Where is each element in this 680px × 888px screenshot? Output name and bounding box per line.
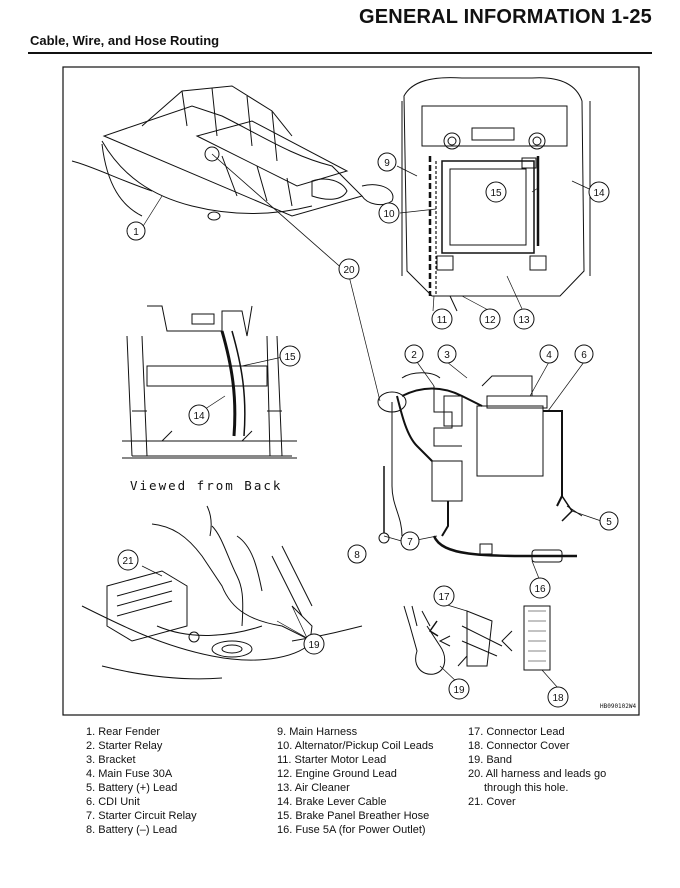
svg-text:3: 3: [444, 350, 450, 361]
svg-text:15: 15: [284, 352, 296, 363]
legend-item: 1. Rear Fender: [86, 726, 160, 738]
callout-18: 18: [547, 686, 569, 708]
legend-item: 6. CDI Unit: [86, 796, 140, 808]
legend-item: 8. Battery (–) Lead: [86, 824, 178, 836]
callout-12: 12: [479, 308, 501, 330]
figure-id: HB090102W4 C: [600, 703, 640, 710]
svg-text:10: 10: [383, 209, 395, 220]
callout-8: 8: [347, 544, 367, 564]
legend-item: 15. Brake Panel Breather Hose: [277, 810, 430, 822]
svg-text:16: 16: [534, 584, 546, 595]
callout-21: 21: [117, 549, 139, 571]
rear-fender-view: [71, 85, 394, 272]
svg-text:5: 5: [606, 517, 612, 528]
callout-10: 10: [378, 202, 400, 224]
callouts: 1 9 10 15 14 20 11 12 13 15 14 2 3 4 6 5…: [117, 152, 619, 708]
legend-item: 10. Alternator/Pickup Coil Leads: [277, 740, 434, 752]
svg-text:2: 2: [411, 350, 417, 361]
relay-wiring-view: [377, 372, 583, 563]
svg-text:20: 20: [343, 265, 355, 276]
callout-19b: 19: [448, 678, 470, 700]
svg-text:19: 19: [308, 640, 320, 651]
svg-text:21: 21: [122, 556, 134, 567]
callout-15b: 15: [279, 345, 301, 367]
callout-13: 13: [513, 308, 535, 330]
routing-diagram: Viewed from Back: [62, 66, 640, 716]
legend-item: 13. Air Cleaner: [277, 782, 350, 794]
section-title: Cable, Wire, and Hose Routing: [30, 33, 220, 48]
legend-item: 21. Cover: [468, 796, 516, 808]
figure-frame: [62, 66, 640, 716]
svg-text:15: 15: [490, 188, 502, 199]
legend-item: 3. Bracket: [86, 754, 136, 766]
svg-text:13: 13: [518, 315, 530, 326]
callout-11: 11: [431, 308, 453, 330]
legend-column-1: 1. Rear Fender 2. Starter Relay 3. Brack…: [86, 725, 197, 837]
viewed-from-back-caption: Viewed from Back: [130, 478, 282, 493]
svg-text:14: 14: [593, 188, 605, 199]
callout-5: 5: [599, 511, 619, 531]
svg-text:7: 7: [407, 537, 413, 548]
legend-item: 14. Brake Lever Cable: [277, 796, 387, 808]
svg-text:6: 6: [581, 350, 587, 361]
legend-item: 12. Engine Ground Lead: [277, 768, 397, 780]
callout-2: 2: [404, 344, 424, 364]
callout-1: 1: [126, 221, 146, 241]
page-header: GENERAL INFORMATION 1-25: [359, 6, 652, 28]
svg-text:19: 19: [453, 685, 465, 696]
routing-figure: Viewed from Back: [62, 66, 640, 716]
callout-9: 9: [377, 152, 397, 172]
callout-19: 19: [303, 633, 325, 655]
svg-text:11: 11: [437, 315, 448, 326]
legend-column-3: 17. Connector Lead 18. Connector Cover 1…: [468, 725, 606, 809]
svg-text:9: 9: [384, 158, 390, 169]
header-rule: [28, 52, 652, 54]
callout-3: 3: [437, 344, 457, 364]
connector-view: [403, 605, 551, 675]
legend-item: 5. Battery (+) Lead: [86, 782, 178, 794]
svg-text:1: 1: [133, 227, 139, 238]
legend-item: 20. All harness and leads go: [468, 768, 607, 780]
callout-15: 15: [485, 181, 507, 203]
legend-item: 18. Connector Cover: [468, 740, 570, 752]
svg-text:4: 4: [546, 350, 552, 361]
viewed-from-back: [122, 305, 297, 459]
callout-4: 4: [539, 344, 559, 364]
legend-item: 11. Starter Motor Lead: [277, 754, 387, 766]
legend-item: 2. Starter Relay: [86, 740, 163, 752]
legend-column-2: 9. Main Harness 10. Alternator/Pickup Co…: [277, 725, 434, 837]
svg-text:14: 14: [193, 411, 205, 422]
legend-item: 9. Main Harness: [277, 726, 358, 738]
legend-item: 16. Fuse 5A (for Power Outlet): [277, 824, 426, 836]
legend-item: 17. Connector Lead: [468, 726, 565, 738]
callout-20: 20: [338, 258, 360, 280]
legend-item-continuation: through this hole.: [484, 782, 569, 794]
callout-17: 17: [433, 585, 455, 607]
callout-6: 6: [574, 344, 594, 364]
svg-text:12: 12: [484, 315, 496, 326]
legend-item: 19. Band: [468, 754, 513, 766]
svg-text:18: 18: [552, 693, 564, 704]
leader-lines: [139, 165, 608, 689]
callout-16: 16: [529, 577, 551, 599]
callout-7: 7: [400, 531, 420, 551]
callout-14b: 14: [188, 404, 210, 426]
svg-text:17: 17: [438, 592, 450, 603]
svg-text:8: 8: [354, 550, 360, 561]
legend-item: 4. Main Fuse 30A: [86, 768, 173, 780]
cover-view: [81, 505, 363, 680]
callout-14: 14: [588, 181, 610, 203]
legend-item: 7. Starter Circuit Relay: [86, 810, 197, 822]
